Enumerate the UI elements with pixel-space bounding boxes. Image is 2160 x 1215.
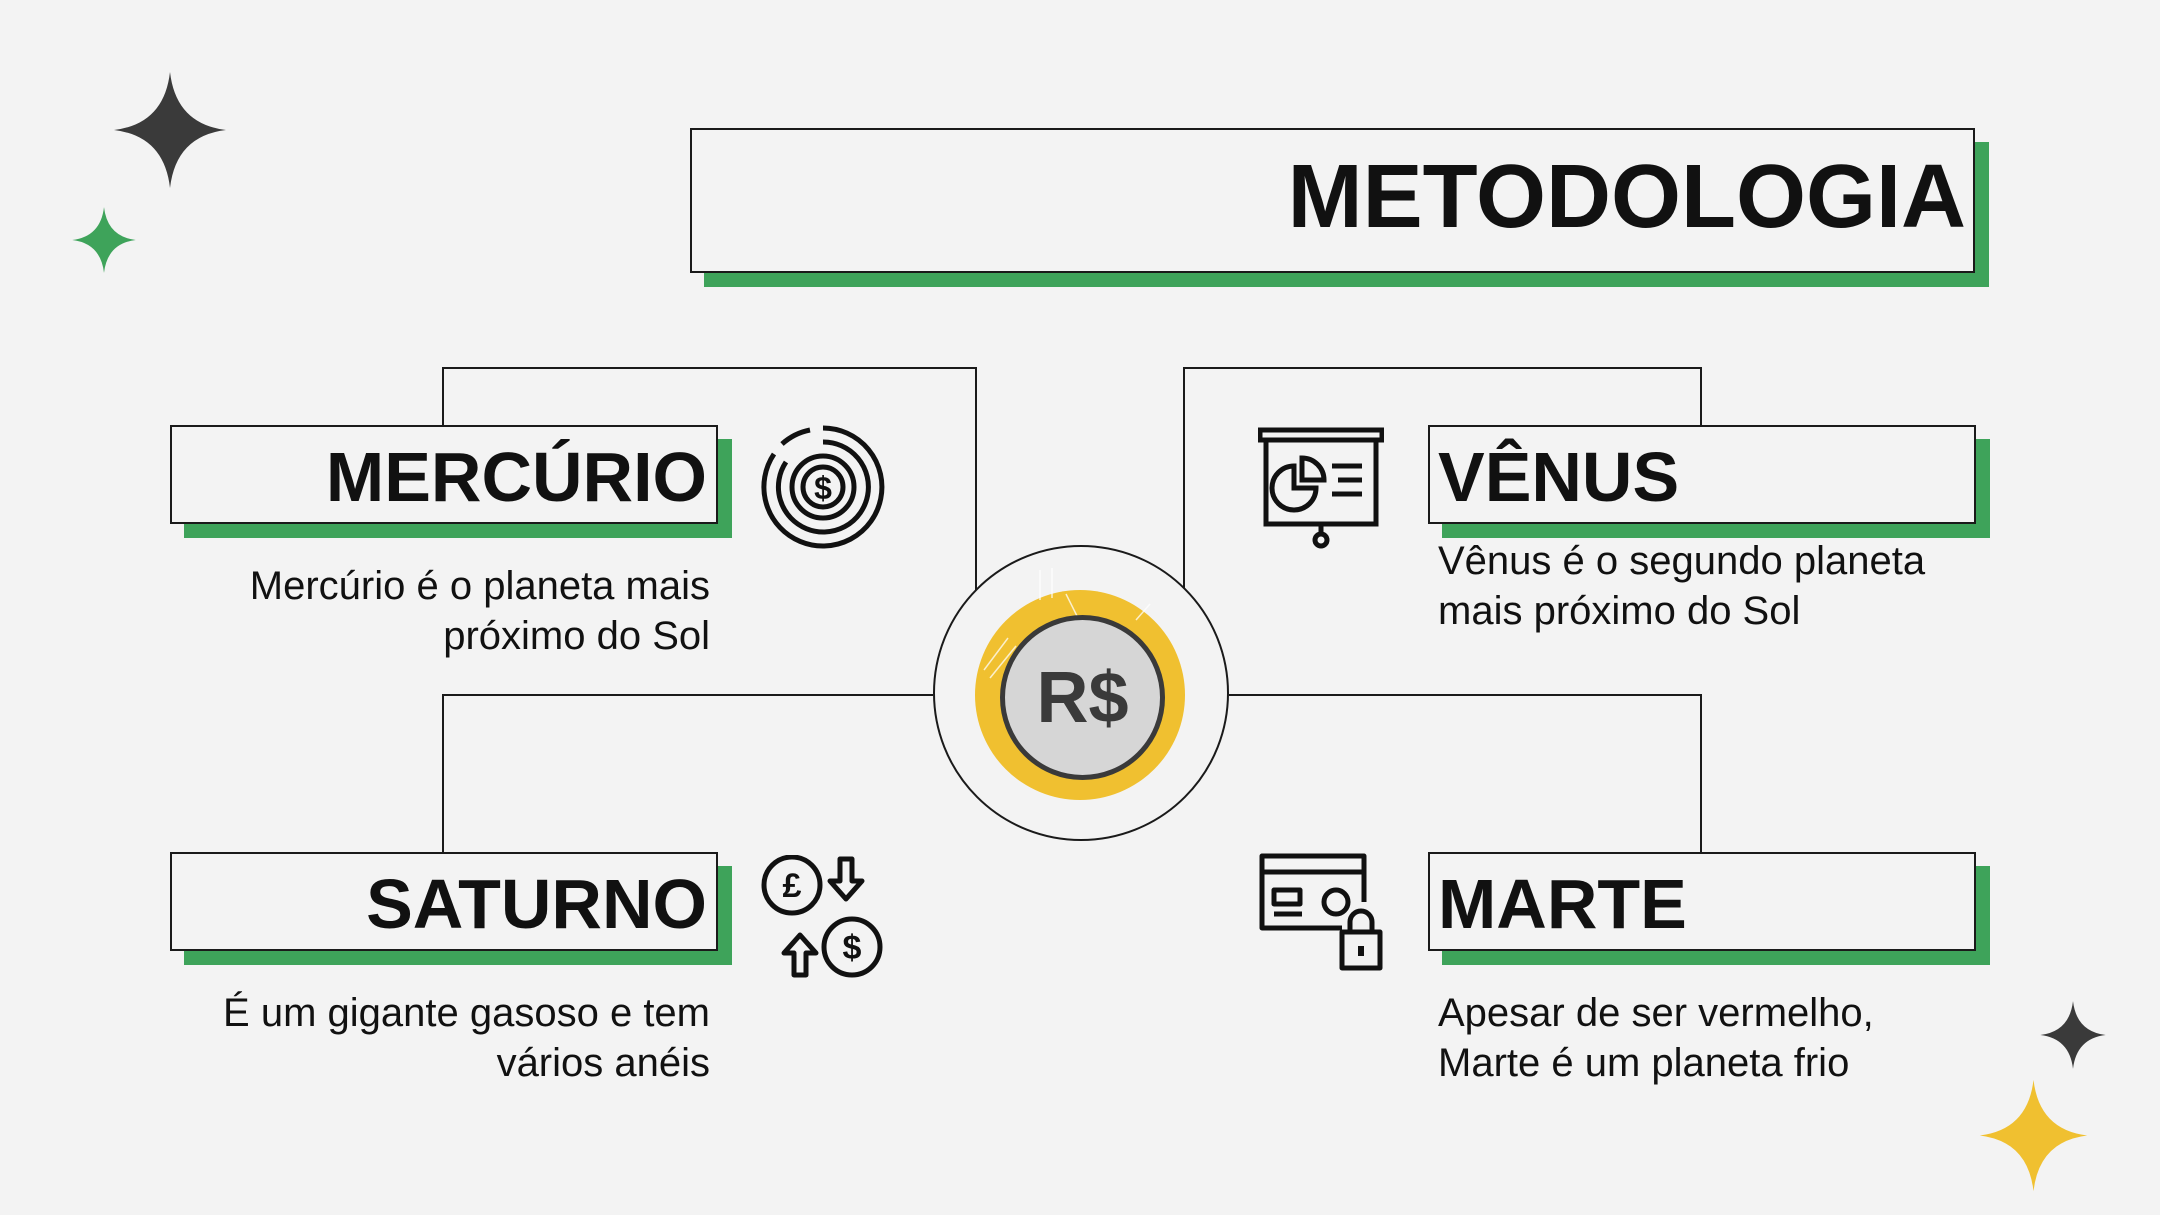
card-mercurio-description: Mercúrio é o planeta mais próximo do Sol [249,564,710,658]
sparkle-dark-icon [114,72,226,188]
page-title: METODOLOGIA [1287,147,1966,247]
svg-text:£: £ [783,867,802,905]
connector-venus [1183,367,1702,590]
card-marte-box [1428,852,1976,951]
connector-saturno [442,694,933,852]
card-venus-title: VÊNUS [1438,438,1680,516]
locked-card-icon [1259,853,1383,971]
currency-exchange-icon: £ $ [761,855,883,978]
card-saturno-description: É um gigante gasoso e tem vários anéis [223,991,710,1085]
target-dollar-icon: $ [761,425,885,549]
connector-mercurio [442,367,977,590]
card-marte-description: Apesar de ser vermelho, Marte é um plane… [1438,991,1874,1085]
svg-text:$: $ [814,470,832,506]
card-marte-title: MARTE [1438,865,1687,943]
presentation-chart-icon [1258,427,1384,549]
sparkle-green-icon [72,207,136,273]
currency-symbol: R$ [1000,615,1165,780]
card-venus-box [1428,425,1976,524]
coin-shine-icon [983,568,1151,679]
sparkle-yellow-icon [1979,1079,2088,1192]
title-box [690,128,1975,273]
card-venus-description: Vênus é o segundo planeta mais próximo d… [1438,539,1926,633]
sparkle-dark-icon [2040,1001,2106,1069]
card-saturno-box [170,852,718,951]
card-mercurio-box [170,425,718,524]
svg-text:$: $ [843,929,862,967]
connector-marte [1229,694,1702,852]
card-mercurio-title: MERCÚRIO [325,438,707,516]
card-saturno-title: SATURNO [366,865,707,943]
